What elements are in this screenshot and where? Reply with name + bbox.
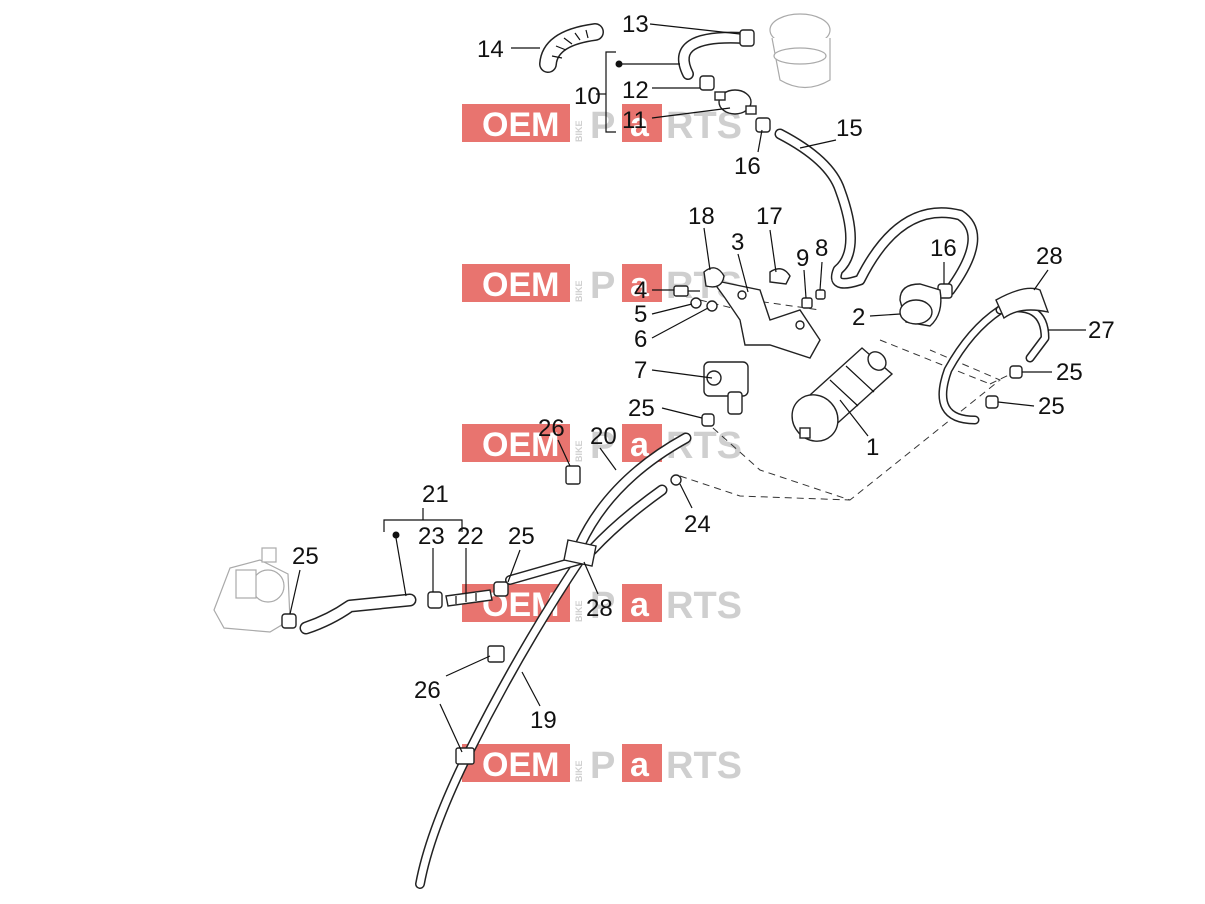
svg-text:P: P: [590, 105, 615, 147]
clamp-13: [739, 29, 755, 47]
callout-4: 4: [634, 277, 647, 304]
callout-13: 13: [622, 11, 649, 38]
svg-text:a: a: [630, 266, 650, 304]
callout-6: 6: [634, 326, 647, 353]
callout-28-right: 28: [1036, 243, 1063, 270]
callout-10: 10: [574, 83, 601, 110]
hose-23: [299, 593, 417, 635]
svg-text:a: a: [630, 106, 650, 144]
callout-21: 21: [422, 481, 449, 508]
hose-20: [574, 432, 692, 556]
watermark-row-1: OEM BIKE P a RTS: [462, 104, 742, 147]
watermark-oem: OEM: [482, 106, 559, 144]
clip-26-mid: [487, 645, 505, 663]
svg-text:RTS: RTS: [666, 745, 742, 787]
callout-14: 14: [477, 36, 504, 63]
svg-text:P: P: [590, 265, 615, 307]
clip-26-low: [455, 747, 475, 765]
svg-text:OEM: OEM: [482, 266, 559, 304]
svg-text:a: a: [630, 746, 650, 784]
nut-8: [815, 289, 826, 300]
clip-26-top: [565, 465, 581, 485]
clamp-25-throttle: [281, 613, 297, 629]
oring-24: [670, 474, 682, 486]
callout-labels: 13 14 10 12 11 16 15 18 17 3 9 8 16 28 4…: [292, 11, 1115, 734]
svg-text:OEM: OEM: [482, 746, 559, 784]
callout-3: 3: [731, 229, 744, 256]
canister-strap-2: [899, 283, 942, 327]
callout-16-top: 16: [734, 153, 761, 180]
svg-text:P: P: [590, 745, 615, 787]
sleeve-28-right: [995, 287, 1050, 320]
callout-23: 23: [418, 523, 445, 550]
nut-9: [801, 297, 813, 309]
corrugated-hose-14: [539, 23, 604, 73]
screw-4: [673, 285, 700, 297]
watermark-row-2: OEM BIKE P a RTS: [462, 264, 742, 307]
svg-text:BIKE: BIKE: [574, 600, 584, 622]
clamp-25-r2: [985, 395, 999, 409]
callout-12: 12: [622, 77, 649, 104]
callout-7: 7: [634, 357, 647, 384]
callout-22: 22: [457, 523, 484, 550]
hose-19: [415, 555, 585, 889]
callout-24: 24: [684, 511, 711, 538]
callout-25-r1: 25: [1056, 359, 1083, 386]
callout-18: 18: [688, 203, 715, 230]
sleeve-28-junction: [563, 539, 597, 567]
callout-16-right: 16: [930, 235, 957, 262]
filler-neck: [769, 13, 831, 89]
callout-27: 27: [1088, 317, 1115, 344]
callout-17: 17: [756, 203, 783, 230]
clamp-12: [699, 75, 715, 91]
washer-6: [706, 300, 718, 312]
bracket-3: [710, 278, 821, 359]
svg-text:BIKE: BIKE: [574, 760, 584, 782]
callout-25-left: 25: [508, 523, 535, 550]
callout-20: 20: [590, 423, 617, 450]
washer-5: [690, 297, 702, 309]
callout-28-junction: 28: [586, 595, 613, 622]
charcoal-canister-1: [791, 347, 894, 442]
watermark-row-5: OEM BIKE P a RTS: [462, 744, 742, 787]
callout-15: 15: [836, 115, 863, 142]
svg-text:BIKE: BIKE: [574, 280, 584, 302]
svg-text:OEM: OEM: [482, 426, 559, 464]
watermark-row-3: OEM BIKE P a RTS: [462, 424, 742, 467]
svg-text:BIKE: BIKE: [574, 440, 584, 462]
svg-text:a: a: [630, 426, 650, 464]
svg-text:BIKE: BIKE: [574, 120, 584, 142]
clip-18: [703, 267, 725, 288]
svg-text:RTS: RTS: [666, 585, 742, 627]
clamp-23: [427, 591, 443, 609]
callout-1: 1: [866, 434, 879, 461]
callout-9: 9: [796, 245, 809, 272]
clamp-25-valve: [701, 413, 715, 427]
callout-8: 8: [815, 235, 828, 262]
leader-lines: [289, 23, 1086, 753]
vent-hose-10: [677, 31, 750, 80]
svg-text:a: a: [630, 586, 650, 624]
callout-2: 2: [852, 304, 865, 331]
svg-text:P: P: [590, 425, 615, 467]
purge-valve-7: [703, 361, 749, 415]
callout-26-low: 26: [414, 677, 441, 704]
fitting-22: [445, 589, 493, 607]
svg-text:P: P: [590, 585, 615, 627]
clamp-16-top: [755, 117, 771, 133]
callout-25-r2: 25: [1038, 393, 1065, 420]
clip-17: [769, 268, 791, 285]
callout-19: 19: [530, 707, 557, 734]
callout-25-valve: 25: [628, 395, 655, 422]
callout-26-top: 26: [538, 415, 565, 442]
vent-hose-15: [774, 128, 979, 296]
callout-11: 11: [622, 107, 647, 134]
callout-25-throttle: 25: [292, 543, 319, 570]
throttle-body: [213, 547, 291, 633]
clamp-25-left: [493, 581, 509, 597]
clamp-25-r1: [1009, 365, 1023, 379]
callout-5: 5: [634, 301, 647, 328]
